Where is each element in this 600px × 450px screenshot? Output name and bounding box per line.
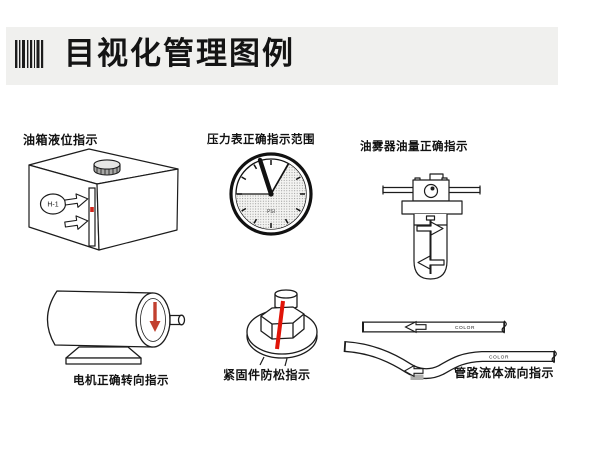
motor-body <box>46 290 154 348</box>
motor-base-top <box>65 346 142 359</box>
anti-loosening-mark-red <box>275 300 285 350</box>
figure-lubricator: 油雾器油量正确指示 <box>355 135 515 290</box>
pressure-gauge-drawing: PSI <box>229 152 313 236</box>
tank-tag-text: H-1 <box>47 202 58 209</box>
page-title: 目视化管理图例 <box>64 36 295 71</box>
figure-pressure-gauge: 压力表正确指示范围 PSI <box>200 130 330 240</box>
gauge-needle <box>257 157 274 197</box>
motor-end-cap <box>135 292 171 348</box>
stud-top <box>274 289 298 299</box>
motor-drawing <box>46 290 186 365</box>
tank-filler-cap <box>93 159 121 176</box>
lubricator-flange <box>401 200 463 215</box>
level-sight-glass <box>88 187 96 247</box>
pipe-color-label-2: COLOR <box>489 354 509 360</box>
barcode-icon <box>15 40 44 68</box>
flow-arrow-straight-pipe <box>404 320 427 334</box>
caption-pipes: 管路流体流向指示 <box>454 366 555 380</box>
gauge-unit-text: PSI <box>267 209 275 215</box>
caption-pressure-gauge: 压力表正确指示范围 <box>207 134 315 146</box>
level-pointer-arrow-lower <box>64 215 89 230</box>
pipe-break-symbol-top <box>501 320 507 334</box>
figure-bolt: 紧固件防松指示 <box>215 285 345 385</box>
pipes-drawing: COLOR COLOR <box>343 320 557 380</box>
gauge-limit-hand <box>270 163 290 195</box>
tank-label-plate: H-1 <box>39 193 67 215</box>
pipe-color-label-1: COLOR <box>455 325 475 331</box>
bolt-drawing <box>246 289 318 367</box>
caption-oil-tank: 油箱液位指示 <box>23 133 99 147</box>
motor-base-front <box>65 357 142 365</box>
level-mark-red <box>90 207 94 212</box>
oil-level-arrow-lower <box>417 255 445 270</box>
figure-motor: 电机正确转向指示 <box>25 285 200 390</box>
oil-level-arrow-upper <box>416 221 444 236</box>
lubricator-drawing <box>382 173 481 280</box>
flow-arrow-curved-pipe <box>403 364 424 378</box>
figure-pipes: 管路流体流向指示 COLOR COLOR <box>340 315 560 390</box>
level-pointer-arrow-upper <box>64 193 89 208</box>
gauge-hub <box>268 191 274 197</box>
figure-oil-tank: 油箱液位指示 H-1 <box>15 128 195 278</box>
caption-lubricator: 油雾器油量正确指示 <box>360 141 468 153</box>
lubricator-sight-glass <box>423 183 439 199</box>
caption-bolt: 紧固件防松指示 <box>223 368 311 382</box>
tank-right-face <box>96 168 179 251</box>
pipe-marker-tab <box>410 374 424 380</box>
header-band <box>6 27 558 85</box>
oil-tank-drawing: H-1 <box>28 148 179 251</box>
pipe-break-symbol-bottom <box>551 350 557 364</box>
rotation-direction-arrow <box>149 302 161 332</box>
caption-motor: 电机正确转向指示 <box>73 375 169 387</box>
